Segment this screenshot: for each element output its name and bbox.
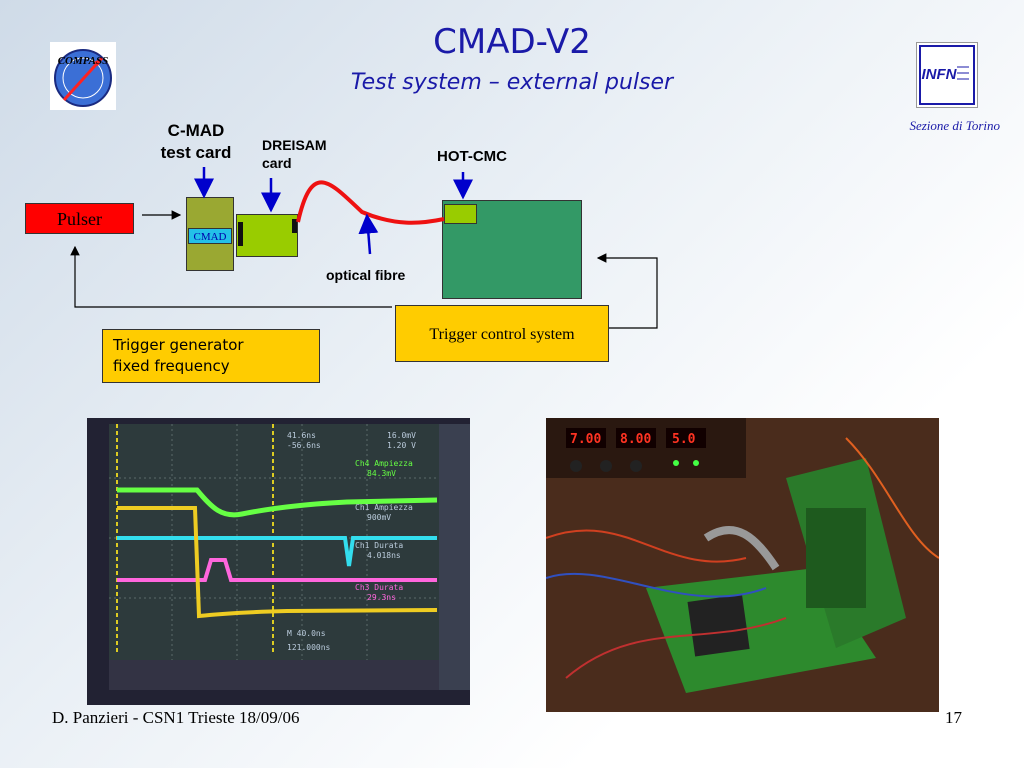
scope-ch4-amp-val: 84.3mV [367, 469, 396, 478]
scope-timebase: M 40.0ns [287, 629, 326, 638]
connector-left [238, 222, 243, 246]
cmad-chip: CMAD [188, 228, 232, 244]
scope-ch4-amp-label: Ch4 Ampiezza [355, 459, 413, 468]
scope-ch3-dur-label: Ch3 Durata [355, 583, 403, 592]
scope-ch1-dur-label: Ch1 Durata [355, 541, 403, 550]
optical-fibre-cable [296, 180, 445, 225]
hot-cmc-chip [444, 204, 477, 224]
scope-ch1-amp-label: Ch1 Ampiezza [355, 503, 413, 512]
trigger-to-hotcmc-arrow [596, 253, 658, 329]
connector-right [292, 219, 297, 233]
page-number: 17 [945, 708, 962, 727]
fibre-pointer-arrow [358, 213, 379, 255]
footer-author: D. Panzieri - CSN1 Trieste 18/09/06 [52, 708, 300, 727]
compass-logo-text: COMPASS [58, 55, 109, 67]
scope-trace-green [117, 487, 438, 518]
scope-readout-a1: 41.6ns [287, 431, 316, 440]
scope-ch1-dur-val: 4.018ns [367, 551, 401, 560]
scope-readout-b1: 16.0mV [387, 431, 416, 440]
compass-logo: COMPASS [50, 42, 116, 110]
scope-trace-cyan [117, 536, 437, 567]
oscilloscope-photo: 41.6ns -56.6ns 16.0mV 1.20 V Ch4 Ampiezz… [87, 418, 470, 705]
scope-trace-magenta [117, 558, 437, 582]
scope-readout-a2: -56.6ns [287, 441, 321, 450]
bench-display-1: 7.00 [570, 432, 601, 447]
bench-setup-photo: 7.00 8.00 5.0 [546, 418, 939, 712]
hot-cmc-label: HOT-CMC [437, 148, 507, 165]
pulser-box: Pulser [25, 203, 134, 234]
scope-readout-b2: 1.20 V [387, 441, 416, 450]
scope-ch1-amp-val: 900mV [367, 513, 391, 522]
scope-trig-offset: 121.000ns [287, 643, 331, 652]
infn-logo: INFN [916, 42, 978, 108]
scope-trace-yellow [117, 506, 438, 619]
bench-display-2: 8.00 [620, 432, 651, 447]
trigger-control-box: Trigger control system [395, 305, 609, 362]
sezione-label: Sezione di Torino [909, 118, 1000, 133]
bench-display-3: 5.0 [672, 432, 696, 447]
scope-ch3-dur-val: 29.3ns [367, 593, 396, 602]
cmad-test-card-label: C-MAD test card [160, 121, 232, 162]
dreisam-card-label: DREISAM card [262, 137, 327, 171]
trigger-generator-box: Trigger generator fixed frequency [102, 329, 320, 383]
infn-logo-text: INFN [922, 66, 958, 83]
dreisam-card-box [236, 214, 298, 257]
trigger-to-pulser-arrow [70, 245, 392, 308]
slide-subtitle: Test system – external pulser [350, 70, 674, 95]
slide-title: CMAD-V2 [433, 22, 591, 62]
optical-fibre-label: optical fibre [326, 267, 406, 283]
diagram-connectors [70, 167, 658, 329]
